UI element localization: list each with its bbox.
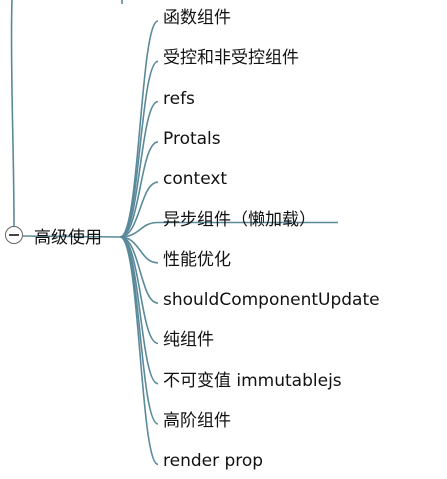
parent-stem-line <box>10 0 15 227</box>
child-node-12[interactable]: render prop <box>163 451 264 472</box>
child-node-2[interactable]: 受控和非受控组件 <box>163 48 299 69</box>
branch-line-5 <box>119 181 159 238</box>
branch-line-10 <box>119 236 159 385</box>
child-node-5[interactable]: context <box>163 169 228 190</box>
child-node-11[interactable]: 高阶组件 <box>163 411 231 431</box>
branch-line-4 <box>119 141 159 238</box>
child-node-6[interactable]: 异步组件（懒加载） <box>163 209 316 230</box>
branch-line-6 <box>119 221 338 238</box>
child-node-3[interactable]: refs <box>163 88 195 109</box>
child-node-1[interactable]: 函数组件 <box>163 8 231 28</box>
branch-line-2 <box>119 60 159 238</box>
child-node-10[interactable]: 不可变值 immutablejs <box>163 370 342 391</box>
collapse-toggle-icon[interactable] <box>5 226 23 244</box>
root-connector-line <box>22 235 121 238</box>
branch-line-12 <box>119 236 159 466</box>
branch-line-1 <box>119 20 159 238</box>
child-node-9[interactable]: 纯组件 <box>163 330 214 351</box>
branch-line-8 <box>119 236 159 304</box>
root-node-label[interactable]: 高级使用 <box>34 228 102 248</box>
child-node-7[interactable]: 性能优化 <box>163 249 231 270</box>
child-node-8[interactable]: shouldComponentUpdate <box>163 290 380 311</box>
branch-line-3 <box>119 100 159 238</box>
child-node-4[interactable]: Protals <box>163 128 221 149</box>
